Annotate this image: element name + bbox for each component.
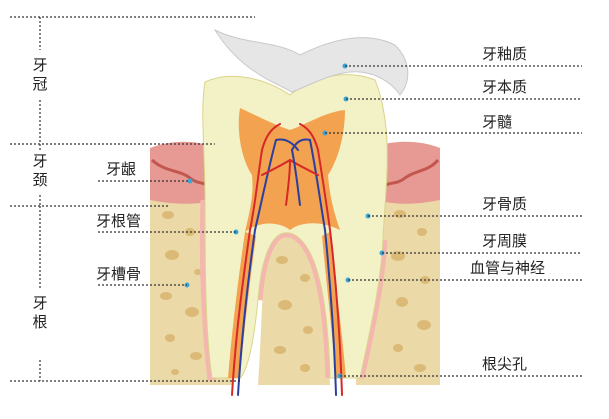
bone-spots (160, 210, 431, 375)
label-root-canal: 牙根管 (96, 212, 142, 230)
section-label-root: 牙根 (32, 294, 48, 331)
gum-right-edge (378, 158, 440, 192)
label-dentin: 牙本质 (482, 78, 528, 96)
label-gum: 牙龈 (106, 160, 137, 178)
label-cementum: 牙骨质 (482, 195, 528, 213)
label-alveolar-bone: 牙槽骨 (96, 265, 142, 283)
section-label-crown: 牙冠 (32, 56, 48, 93)
gum-right (375, 141, 440, 204)
label-pulp: 牙髓 (482, 113, 513, 131)
section-label-neck: 牙颈 (32, 152, 48, 189)
label-periodontal-membrane: 牙周膜 (482, 232, 528, 250)
leader-lines (98, 65, 582, 377)
label-enamel: 牙釉质 (482, 45, 528, 63)
label-vessels-nerves: 血管与神经 (470, 259, 546, 277)
label-apical-foramen: 根尖孔 (482, 355, 528, 373)
enamel (213, 28, 409, 96)
section-brackets (10, 16, 255, 382)
blood-vessels (231, 123, 343, 396)
